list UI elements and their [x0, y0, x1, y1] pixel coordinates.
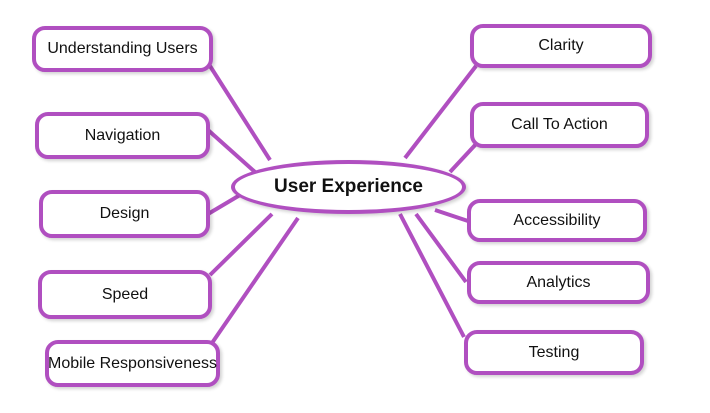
node-understanding-users: Understanding Users — [32, 26, 213, 72]
node-speed: Speed — [38, 270, 212, 319]
node-label: Accessibility — [513, 211, 601, 229]
node-call-to-action: Call To Action — [470, 102, 649, 148]
connector-testing — [398, 213, 466, 338]
node-testing: Testing — [464, 330, 644, 375]
node-label: Call To Action — [511, 116, 608, 133]
node-navigation: Navigation — [35, 112, 210, 159]
connector-understanding-users — [208, 64, 272, 162]
connector-mobile-responsiveness — [210, 216, 300, 345]
node-accessibility: Accessibility — [467, 199, 647, 242]
center-node: User Experience — [231, 160, 466, 214]
connector-call-to-action — [448, 141, 479, 174]
connector-clarity — [403, 64, 478, 160]
node-label: Understanding Users — [47, 40, 198, 57]
node-clarity: Clarity — [470, 24, 652, 68]
connector-navigation — [206, 128, 257, 174]
connector-accessibility — [434, 208, 469, 223]
node-label: Navigation — [84, 126, 161, 144]
center-node-label: User Experience — [274, 176, 423, 197]
node-label: Design — [99, 205, 150, 222]
node-design: Design — [39, 190, 210, 238]
node-label: Mobile Responsiveness — [48, 354, 217, 372]
node-analytics: Analytics — [467, 261, 650, 304]
node-label: Analytics — [526, 273, 591, 291]
connector-speed — [208, 212, 274, 277]
node-label: Speed — [101, 285, 149, 303]
connector-analytics — [414, 212, 468, 284]
node-mobile-responsiveness: Mobile Responsiveness — [45, 340, 220, 387]
connector-design — [206, 193, 242, 216]
node-label: Clarity — [538, 37, 584, 54]
node-label: Testing — [528, 343, 580, 361]
